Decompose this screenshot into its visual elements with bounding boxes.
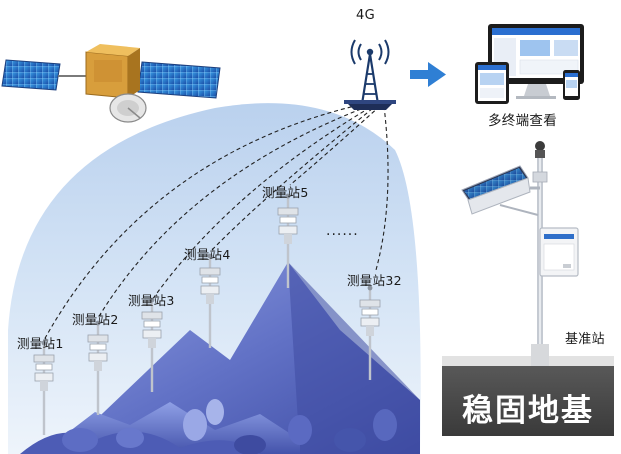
link-station-4: [209, 103, 379, 253]
station-1-label: 测量站1: [17, 336, 64, 351]
foundation-label: 稳固地基: [462, 392, 594, 429]
clients-label: 多终端查看: [488, 113, 557, 129]
link-station-5: [289, 105, 381, 186]
link-station-3: [151, 103, 377, 301]
devices-icon: [475, 24, 584, 104]
mountains: [20, 262, 420, 454]
satellite-icon: [1, 44, 221, 123]
arrow-right-icon: [410, 62, 446, 87]
cell-tower-icon: [344, 39, 396, 110]
link-station-1: [43, 101, 373, 341]
station-32-label: 测量站32: [347, 273, 402, 288]
station-3-label: 测量站3: [128, 293, 175, 308]
base-station-label: 基准站: [565, 332, 605, 347]
signal-links: [43, 101, 389, 341]
network-label: 4G: [356, 8, 375, 23]
station-2-label: 测量站2: [72, 312, 119, 327]
station-5-label: 测量站5: [262, 185, 309, 200]
solar-panel-icon: [461, 165, 540, 216]
link-station-2: [97, 103, 375, 319]
station-gap-dots: ......: [326, 223, 359, 239]
link-station-32: [375, 105, 389, 271]
foundation-slab: [442, 344, 614, 436]
base-station-device: [461, 141, 579, 370]
station-4-label: 测量站4: [184, 247, 231, 262]
